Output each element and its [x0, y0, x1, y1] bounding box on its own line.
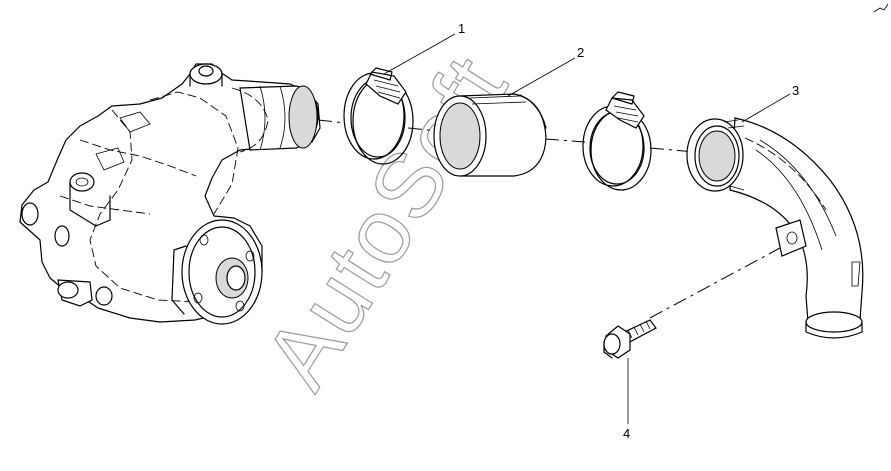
- callout-number-3: 3: [792, 83, 799, 98]
- leader-line-3: [741, 93, 791, 123]
- bolt-axis-line: [649, 247, 781, 319]
- leader-line-1: [383, 33, 456, 75]
- leader-line-2: [507, 57, 576, 97]
- corner-mark: [873, 3, 889, 13]
- water-pump-housing: [19, 63, 321, 325]
- callout-number-2: 2: [577, 45, 584, 60]
- water-outlet-pipe-3: [686, 117, 864, 339]
- callout-number-1: 1: [458, 21, 465, 36]
- hose-clamp-second: [582, 91, 652, 191]
- hose-clamp-1: [343, 67, 414, 165]
- bolt-4: [603, 319, 657, 359]
- callout-number-4: 4: [623, 426, 630, 441]
- hose-2: [433, 93, 547, 177]
- assembly-axis-line: [317, 119, 696, 153]
